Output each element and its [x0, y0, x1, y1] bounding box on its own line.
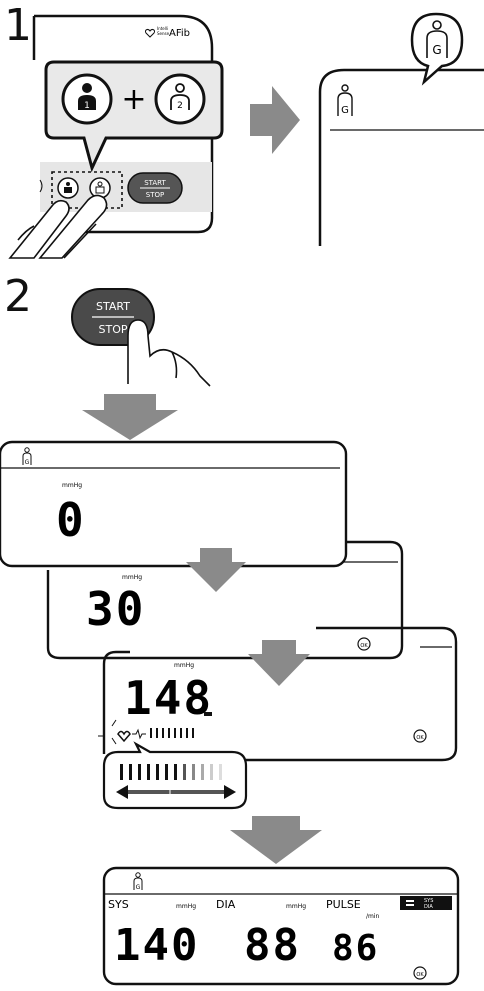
- user-1-button[interactable]: [57, 177, 79, 199]
- guest-user-icon-small: G: [337, 84, 353, 116]
- result-dia-label: DIA: [216, 898, 236, 911]
- result-pulse-label: PULSE: [326, 898, 361, 911]
- guest-callout-label: G: [432, 43, 441, 57]
- result-pulse-value: 86: [332, 928, 379, 969]
- guest-user-callout: G: [410, 12, 464, 86]
- plus-symbol: +: [121, 82, 146, 117]
- step-1-number: 1: [4, 0, 32, 51]
- user-2-button[interactable]: [89, 177, 111, 199]
- brand-afib-text: AFib: [169, 28, 190, 39]
- screen-1-unit: mmHg: [62, 482, 82, 489]
- arrow-down-icon-3: [248, 640, 310, 686]
- step-2-illustration: START STOP G mmHg 0 mmHg 30 OK mmHg 148 …: [0, 288, 460, 986]
- user-1-icon: 1: [61, 73, 113, 125]
- arrow-down-icon-2: [186, 548, 246, 592]
- result-guest-icon: [133, 872, 143, 890]
- result-sys-value: 140: [114, 920, 199, 971]
- device-start-label: START: [144, 179, 166, 187]
- screen-2-ok-icon: OK: [357, 637, 371, 651]
- result-user-label: G: [136, 884, 141, 891]
- screen-3-value: 148: [124, 671, 213, 725]
- step-2-number: 2: [4, 271, 32, 322]
- step-1-device-illustration: Intelli Sense AFib 1 + 2 START STOP: [8, 12, 484, 259]
- result-sys-label: SYS: [108, 898, 129, 911]
- arrow-down-icon-4: [230, 816, 322, 864]
- screen-3-ok-icon: OK: [413, 729, 427, 743]
- screen-1-guest-icon: [22, 447, 32, 465]
- brand-line-2: Sense: [157, 31, 170, 36]
- guest-small-label: G: [341, 105, 349, 116]
- device-stop-label: STOP: [146, 191, 164, 199]
- screen-2-unit: mmHg: [122, 574, 142, 581]
- heart-icon: [117, 730, 131, 743]
- badge-dia-label: DIA: [424, 904, 433, 910]
- result-dia-value: 88: [244, 920, 301, 971]
- svg-text:OK: OK: [416, 735, 424, 741]
- arrow-down-icon-1: [82, 394, 178, 440]
- pressing-fingers-illustration: [8, 194, 108, 259]
- screen-1-user-label: G: [25, 459, 30, 466]
- sys-dia-badge: SYS DIA: [400, 896, 452, 910]
- user-2-icon: 2: [154, 73, 206, 125]
- svg-text:OK: OK: [416, 972, 424, 978]
- result-sys-unit: mmHg: [176, 903, 196, 910]
- stop-label: STOP: [99, 323, 128, 336]
- result-ok-icon: OK: [413, 966, 427, 980]
- arrow-right-icon: [250, 86, 300, 154]
- screen-3-unit: mmHg: [174, 662, 194, 669]
- brand-logo: Intelli Sense AFib: [145, 26, 190, 39]
- arrow-right-icon-small: [224, 785, 236, 799]
- screen-2-value: 30: [86, 582, 145, 636]
- user-1-number: 1: [84, 101, 90, 111]
- svg-text:OK: OK: [360, 643, 368, 649]
- result-pulse-unit: /min: [366, 913, 380, 920]
- result-dia-unit: mmHg: [286, 903, 306, 910]
- screen-1-value: 0: [56, 493, 86, 547]
- arrow-left-icon: [116, 785, 128, 799]
- start-label: START: [96, 300, 130, 313]
- user-2-number: 2: [177, 101, 183, 111]
- screen-3-decimal-indicator: [204, 712, 212, 716]
- brand-line-1: Intelli: [157, 26, 168, 31]
- pressure-bar-zoom-callout: [102, 741, 248, 810]
- device-start-stop-button[interactable]: START STOP: [127, 172, 183, 204]
- pressing-finger-illustration: [127, 319, 211, 387]
- pulse-indicator-row: [98, 719, 194, 745]
- badge-sys-label: SYS: [424, 898, 433, 904]
